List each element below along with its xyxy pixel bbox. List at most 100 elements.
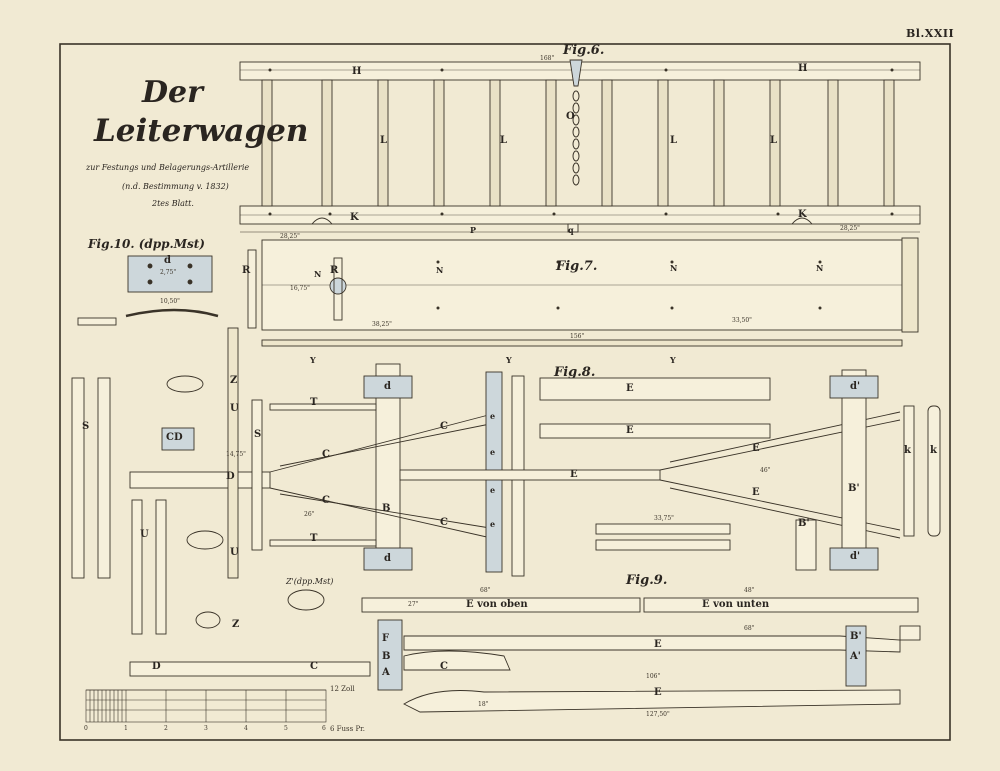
scale-tick-5: 5 <box>284 725 288 732</box>
fig9-F: F <box>382 633 390 644</box>
fig6-L3: L <box>670 135 678 146</box>
fig10-plate <box>77 255 219 326</box>
fig8-e2: e <box>490 447 496 457</box>
scale-label-fuss: 6 Fuss Pr. <box>330 725 365 733</box>
fig8-U-side: U <box>140 529 149 540</box>
fig8-C1: C <box>440 421 448 432</box>
fig8-D: D <box>226 471 235 482</box>
fig9-dim-f: 18" <box>478 701 489 708</box>
fig7-Y3: Y <box>670 355 676 365</box>
fig6-dim-left: 28,25" <box>280 233 300 240</box>
fig8-S-side: S <box>82 421 90 432</box>
fig6-L4: L <box>770 135 778 146</box>
fig8-undercarriage <box>71 327 941 635</box>
fig8-dim-b: 14,75" <box>226 451 246 458</box>
fig7-N1: N <box>314 269 322 279</box>
scale-tick-3: 3 <box>204 725 208 732</box>
fig8-E4: E <box>626 383 634 394</box>
fig8-E1: E <box>570 469 578 480</box>
title-der: Der <box>142 75 203 110</box>
fig8-d1: d <box>384 381 391 392</box>
fig7-board <box>247 237 919 347</box>
fig8-d4: d' <box>850 551 861 562</box>
fig6-dim-right: 28,25" <box>840 225 860 232</box>
fig8-B-detail: B' <box>798 518 810 529</box>
fig7-dim-b: 33,50" <box>732 317 752 324</box>
fig8-E5: E <box>626 425 634 436</box>
fig9-dim-c: 106" <box>646 673 661 680</box>
fig8-S: S <box>254 429 262 440</box>
scale-tick-4: 4 <box>244 725 248 732</box>
fig8-E2: E <box>752 443 760 454</box>
fig9-label: Fig.9. <box>626 573 668 588</box>
fig8-dim-a: 46" <box>760 467 771 474</box>
fig10-dim-a: 2,75" <box>160 269 177 276</box>
fig8-U1: U <box>230 403 239 414</box>
fig7-N2: N <box>436 265 444 275</box>
fig9-reach <box>129 597 921 713</box>
fig6-L1: L <box>380 135 388 146</box>
fig9-B: B <box>382 651 391 662</box>
fig9-dim-a: 68" <box>480 587 491 594</box>
fig8-Z1: Z <box>230 375 238 386</box>
fig9-C2: C <box>310 661 318 672</box>
plate-number: Bl.XXII <box>906 27 955 40</box>
fig9-dim-d: 127,50" <box>646 711 670 718</box>
fig7-Y2: Y <box>506 355 512 365</box>
title-leiterwagen: Leiterwagen <box>94 113 309 149</box>
fig8-C3: C <box>322 495 330 506</box>
scale-tick-1: 1 <box>124 725 128 732</box>
scale-tick-2: 2 <box>164 725 168 732</box>
scale-label-zoll: 12 Zoll <box>330 685 355 693</box>
fig9-E-unten: E von unten <box>702 599 770 610</box>
fig8-T2: T <box>310 533 318 544</box>
fig8-Z2: Z <box>232 619 240 630</box>
fig6-K-left: K <box>350 212 359 223</box>
scale-tick-6: 6 <box>322 725 326 732</box>
fig8-d2: d <box>384 553 391 564</box>
fig8-C2: C <box>322 449 330 460</box>
fig7-R-inner: R <box>330 265 339 276</box>
fig8-CD: CD <box>166 432 183 443</box>
fig10-label: Fig.10. (dpp.Mst) <box>88 237 205 251</box>
fig6-H-right: H <box>798 63 808 74</box>
scale-bar <box>85 689 327 723</box>
fig8-k2: k <box>930 445 937 456</box>
fig7-dim-c: 38,25" <box>372 321 392 328</box>
fig8-e1: e <box>490 411 496 421</box>
fig6-P: P <box>470 225 477 235</box>
fig9-Aprime: A' <box>850 651 861 662</box>
fig7-N3: N <box>670 263 678 273</box>
fig6-dim-top: 168" <box>540 55 555 62</box>
fig7-dim-len: 156" <box>570 333 585 340</box>
neat-line <box>59 43 951 741</box>
fig7-label: Fig.7. <box>556 259 598 274</box>
fig8-U2: U <box>230 547 239 558</box>
fig8-T1: T <box>310 397 318 408</box>
fig9-Bprime: B' <box>850 631 862 642</box>
fig8-zdpp: Z'(dpp.Mst) <box>286 577 334 586</box>
fig6-L2: L <box>500 135 508 146</box>
fig8-C4: C <box>440 517 448 528</box>
fig9-dim-b: 48" <box>744 587 755 594</box>
fig9-dim-e: 68" <box>744 625 755 632</box>
fig6-O: O <box>566 111 575 122</box>
regulation: (n.d. Bestimmung v. 1832) <box>122 182 229 191</box>
fig6-label: Fig.6. <box>563 43 605 58</box>
fig7-dim-a: 16,75" <box>290 285 310 292</box>
fig7-N4: N <box>816 263 824 273</box>
fig9-A: A <box>382 667 390 678</box>
fig8-k1: k <box>904 445 911 456</box>
fig8-B2: B' <box>848 483 860 494</box>
fig8-e3: e <box>490 485 496 495</box>
sheet-number: 2tes Blatt. <box>152 199 194 208</box>
fig7-Y1: Y <box>310 355 316 365</box>
fig9-dim-g: 27" <box>408 601 419 608</box>
fig9-E1: E <box>654 639 662 650</box>
fig8-e4: e <box>490 519 496 529</box>
fig7-R-left: R <box>242 265 251 276</box>
fig6-q: q <box>568 225 574 235</box>
fig8-label: Fig.8. <box>554 365 596 380</box>
